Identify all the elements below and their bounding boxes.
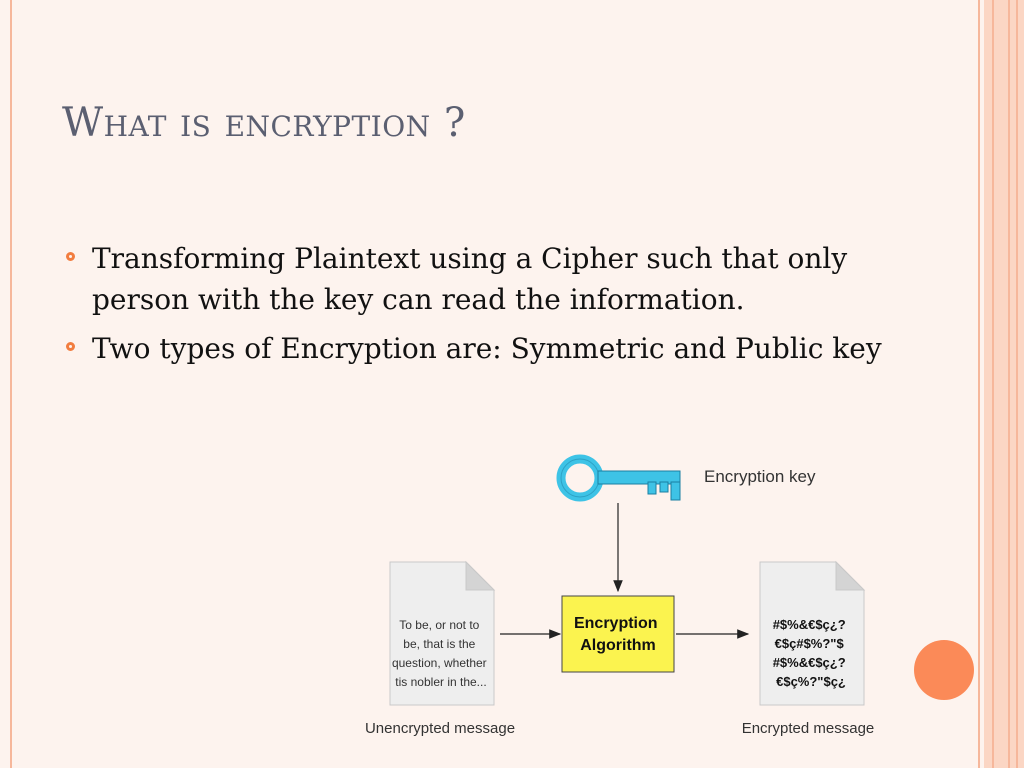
bullet-text: Transforming Plaintext using a Cipher su…: [92, 242, 848, 316]
algorithm-label: Encryption Algorithm: [574, 615, 662, 654]
key-label: Encryption key: [704, 467, 816, 486]
plaintext-line: question, whether: [392, 656, 487, 670]
plaintext-line: To be, or not to: [399, 618, 479, 632]
plaintext-text: To be, or not to be, that is the questio…: [392, 618, 490, 689]
ciphertext-line: #$%&€$ç¿?: [773, 655, 846, 670]
slide-title: What is encryption ?: [62, 100, 466, 146]
frame-right-line: [1008, 0, 1010, 768]
algorithm-label-line: Algorithm: [580, 637, 656, 654]
ciphertext-text: #$%&€$ç¿? €$ç#$%?"$ #$%&€$ç¿? €$ç%?"$ç¿: [773, 617, 850, 689]
bullet-item: Transforming Plaintext using a Cipher su…: [60, 238, 900, 320]
decorative-circle: [914, 640, 974, 700]
frame-left-line: [10, 0, 12, 768]
ciphertext-line: #$%&€$ç¿?: [773, 617, 846, 632]
plaintext-line: be, that is the: [403, 637, 475, 651]
ciphertext-line: €$ç#$%?"$: [775, 636, 845, 651]
frame-right-line: [978, 0, 980, 768]
frame-right-line: [1016, 0, 1018, 768]
frame-right-band: [984, 0, 1024, 768]
key-icon: [556, 454, 681, 502]
bullet-item: Two types of Encryption are: Symmetric a…: [60, 328, 900, 369]
ciphertext-document-icon: [759, 560, 866, 706]
bullet-text: Two types of Encryption are: Symmetric a…: [92, 332, 882, 365]
bullet-marker-icon: [66, 252, 75, 261]
plaintext-document-icon: [389, 560, 496, 706]
plaintext-line: tis nobler in the...: [395, 675, 486, 689]
bullet-marker-icon: [66, 342, 75, 351]
bullet-list: Transforming Plaintext using a Cipher su…: [60, 238, 900, 377]
frame-right-line: [992, 0, 994, 768]
encrypted-label: Encrypted message: [742, 720, 875, 737]
algorithm-label-line: Encryption: [574, 615, 658, 632]
unencrypted-label: Unencrypted message: [365, 720, 515, 737]
ciphertext-line: €$ç%?"$ç¿: [776, 674, 846, 689]
algorithm-box: [561, 595, 675, 673]
